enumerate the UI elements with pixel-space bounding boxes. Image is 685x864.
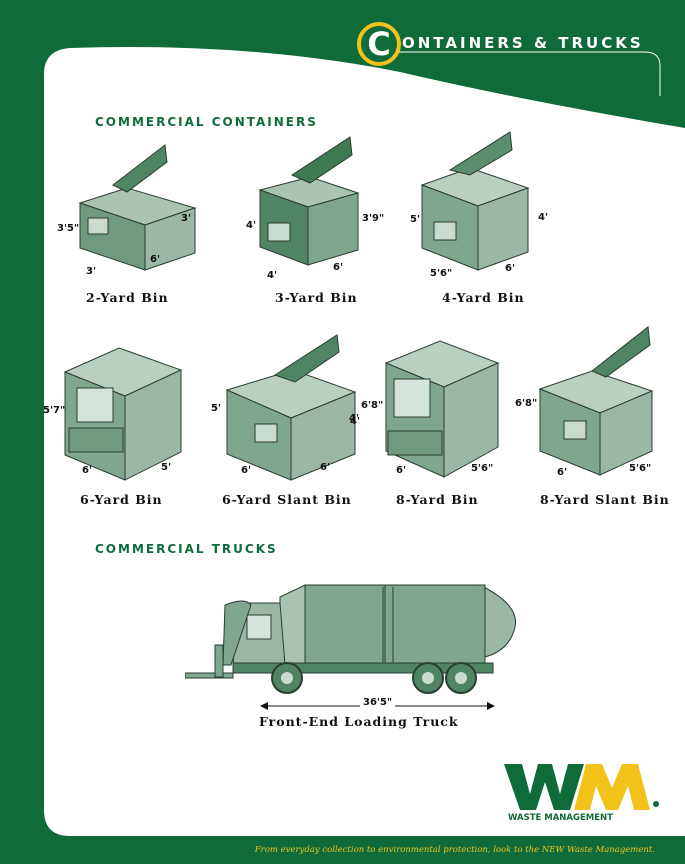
- bin-8-slant-height: 6'8": [515, 398, 538, 409]
- bin-6-yard-slant-illustration: [225, 334, 357, 481]
- bin-8-yard-slant-illustration: [538, 326, 654, 476]
- bin-8-yard-illustration: [384, 340, 500, 478]
- bin-3-height-right: 3'9": [362, 213, 385, 224]
- bin-3-yard-label: 3-Yard Bin: [275, 290, 358, 305]
- bin-3-height-left: 4': [246, 220, 257, 231]
- bin-4-height-right: 4': [538, 212, 549, 223]
- bin-6-slant-height-left: 5': [211, 403, 222, 414]
- bin-8-yard-slant-label: 8-Yard Slant Bin: [540, 492, 670, 507]
- bin-2-yard-illustration: [78, 144, 197, 271]
- bin-2-depth: 3': [86, 266, 97, 277]
- bin-2-height-left: 3'5": [57, 223, 80, 234]
- bin-4-depth: 5'6": [430, 268, 453, 279]
- bin-6-yard-slant-label: 6-Yard Slant Bin: [222, 492, 352, 507]
- bin-8-yard-label: 8-Yard Bin: [396, 492, 479, 507]
- truck-length: 36'5": [360, 697, 396, 708]
- bin-6-height: 5'7": [43, 405, 66, 416]
- bin-6-slant-width: 6': [320, 462, 331, 473]
- bin-3-depth: 4': [267, 270, 278, 281]
- bin-4-height-left: 5': [410, 214, 421, 225]
- bin-4-yard-label: 4-Yard Bin: [442, 290, 525, 305]
- bin-8-width: 5'6": [471, 463, 494, 474]
- bin-8-height-right: 4': [350, 416, 361, 427]
- waste-management-wordmark: WASTE MANAGEMENT: [508, 813, 613, 822]
- waste-management-logo: WASTE MANAGEMENT: [504, 764, 659, 822]
- bin-8-depth: 6': [396, 465, 407, 476]
- section-commercial-containers: COMMERCIAL CONTAINERS: [95, 115, 318, 129]
- bin-4-width: 6': [505, 263, 516, 274]
- page-title: ONTAINERS & TRUCKS: [402, 34, 644, 52]
- section-commercial-trucks: COMMERCIAL TRUCKS: [95, 542, 278, 556]
- footer-tagline: From everyday collection to environmenta…: [254, 845, 655, 855]
- bin-3-width: 6': [333, 262, 344, 273]
- bin-8-slant-width: 5'6": [629, 463, 652, 474]
- bin-6-slant-depth: 6': [241, 465, 252, 476]
- bin-2-yard-label: 2-Yard Bin: [86, 290, 169, 305]
- truck-label: Front-End Loading Truck: [259, 714, 459, 729]
- bin-3-yard-illustration: [258, 136, 360, 266]
- bin-6-width: 5': [161, 462, 172, 473]
- bin-6-depth: 6': [82, 465, 93, 476]
- bin-2-width: 6': [150, 254, 161, 265]
- bin-2-height-right: 3': [181, 213, 192, 224]
- bin-6-yard-illustration: [63, 347, 183, 481]
- bin-6-slant-height-right: 4': [349, 413, 360, 424]
- front-end-loading-truck-illustration: [185, 584, 517, 694]
- bin-6-yard-label: 6-Yard Bin: [80, 492, 163, 507]
- bin-4-yard-illustration: [420, 131, 530, 271]
- bin-8-height-left: 6'8": [361, 400, 384, 411]
- header-c-logo: C: [357, 22, 401, 66]
- bin-8-slant-depth: 6': [557, 467, 568, 478]
